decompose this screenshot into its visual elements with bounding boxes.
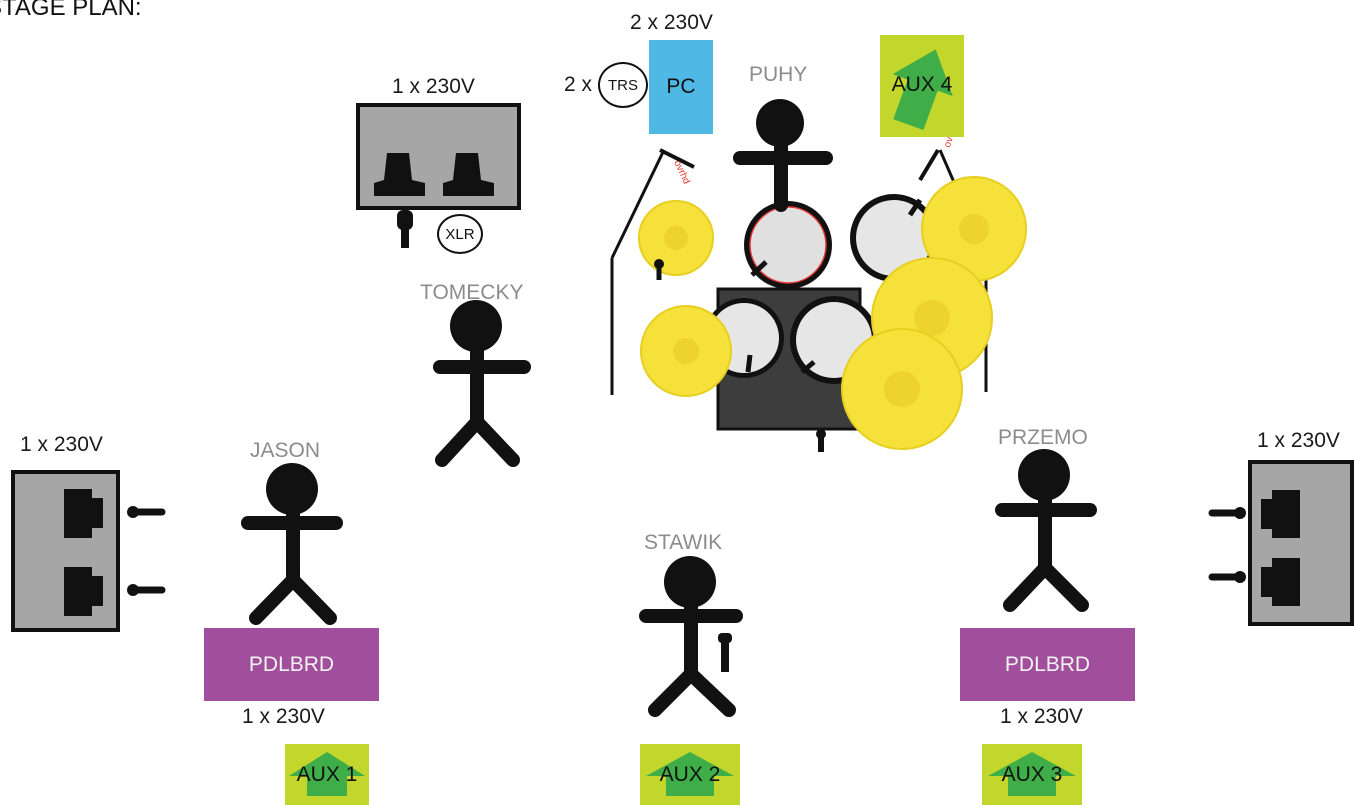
monitor-aux2: AUX 2: [640, 744, 740, 805]
monitor-aux1-label: AUX 1: [296, 762, 358, 786]
pc-power-label: 2 x 230V: [630, 11, 713, 34]
amp-right: [1248, 460, 1354, 626]
jason-figure: [241, 463, 343, 625]
snare-drum: [749, 206, 827, 284]
monitor-aux3: AUX 3: [982, 744, 1082, 805]
amp-top-power-label: 1 x 230V: [392, 75, 475, 98]
przemo-figure: [995, 449, 1097, 612]
trs-label: TRS: [608, 76, 638, 94]
musician-name-jason: JASON: [250, 439, 321, 462]
monitor-aux4: AUX 4: [880, 35, 964, 137]
musician-name-puhy: PUHY: [749, 63, 808, 86]
monitor-arrow-icon: [289, 752, 365, 796]
pedalboard-left-label: PDLBRD: [248, 652, 335, 676]
stawik-figure: [639, 556, 743, 717]
monitor-arrow-icon: [892, 49, 953, 131]
monitor-aux4-label: AUX 4: [891, 73, 953, 96]
monitor-aux2-label: AUX 2: [659, 762, 721, 786]
musician-name-stawik: STAWIK: [644, 531, 723, 554]
pedalboard-left: PDLBRD: [204, 628, 379, 701]
xlr-label: XLR: [445, 225, 475, 243]
pedalboard-right-power-label: 1 x 230V: [1000, 705, 1083, 728]
pedalboard-right: PDLBRD: [960, 628, 1135, 701]
pc-label: PC: [666, 75, 696, 98]
monitor-arrow-icon: [988, 752, 1076, 796]
xlr-connector-icon: XLR: [437, 214, 483, 254]
amp-left-power-label: 1 x 230V: [20, 433, 103, 456]
pedalboard-left-power-label: 1 x 230V: [242, 705, 325, 728]
trs-count-label: 2 x: [564, 73, 593, 96]
tomecky-figure: [433, 300, 531, 467]
puhy-figure: [733, 99, 833, 212]
pc-box: PC: [649, 40, 713, 134]
amp-right-power-label: 1 x 230V: [1257, 429, 1340, 452]
musician-name-przemo: PRZEMO: [998, 426, 1088, 449]
trs-connector-icon: TRS: [598, 62, 648, 108]
monitor-aux1: AUX 1: [285, 744, 369, 805]
stage-plan-title: STAGE PLAN:: [0, 0, 142, 21]
monitor-aux3-label: AUX 3: [1001, 762, 1063, 786]
pedalboard-right-label: PDLBRD: [1004, 652, 1091, 676]
floor-tom: [856, 200, 932, 276]
monitor-arrow-icon: [646, 752, 734, 796]
musician-name-tomecky: TOMECKY: [420, 281, 524, 304]
